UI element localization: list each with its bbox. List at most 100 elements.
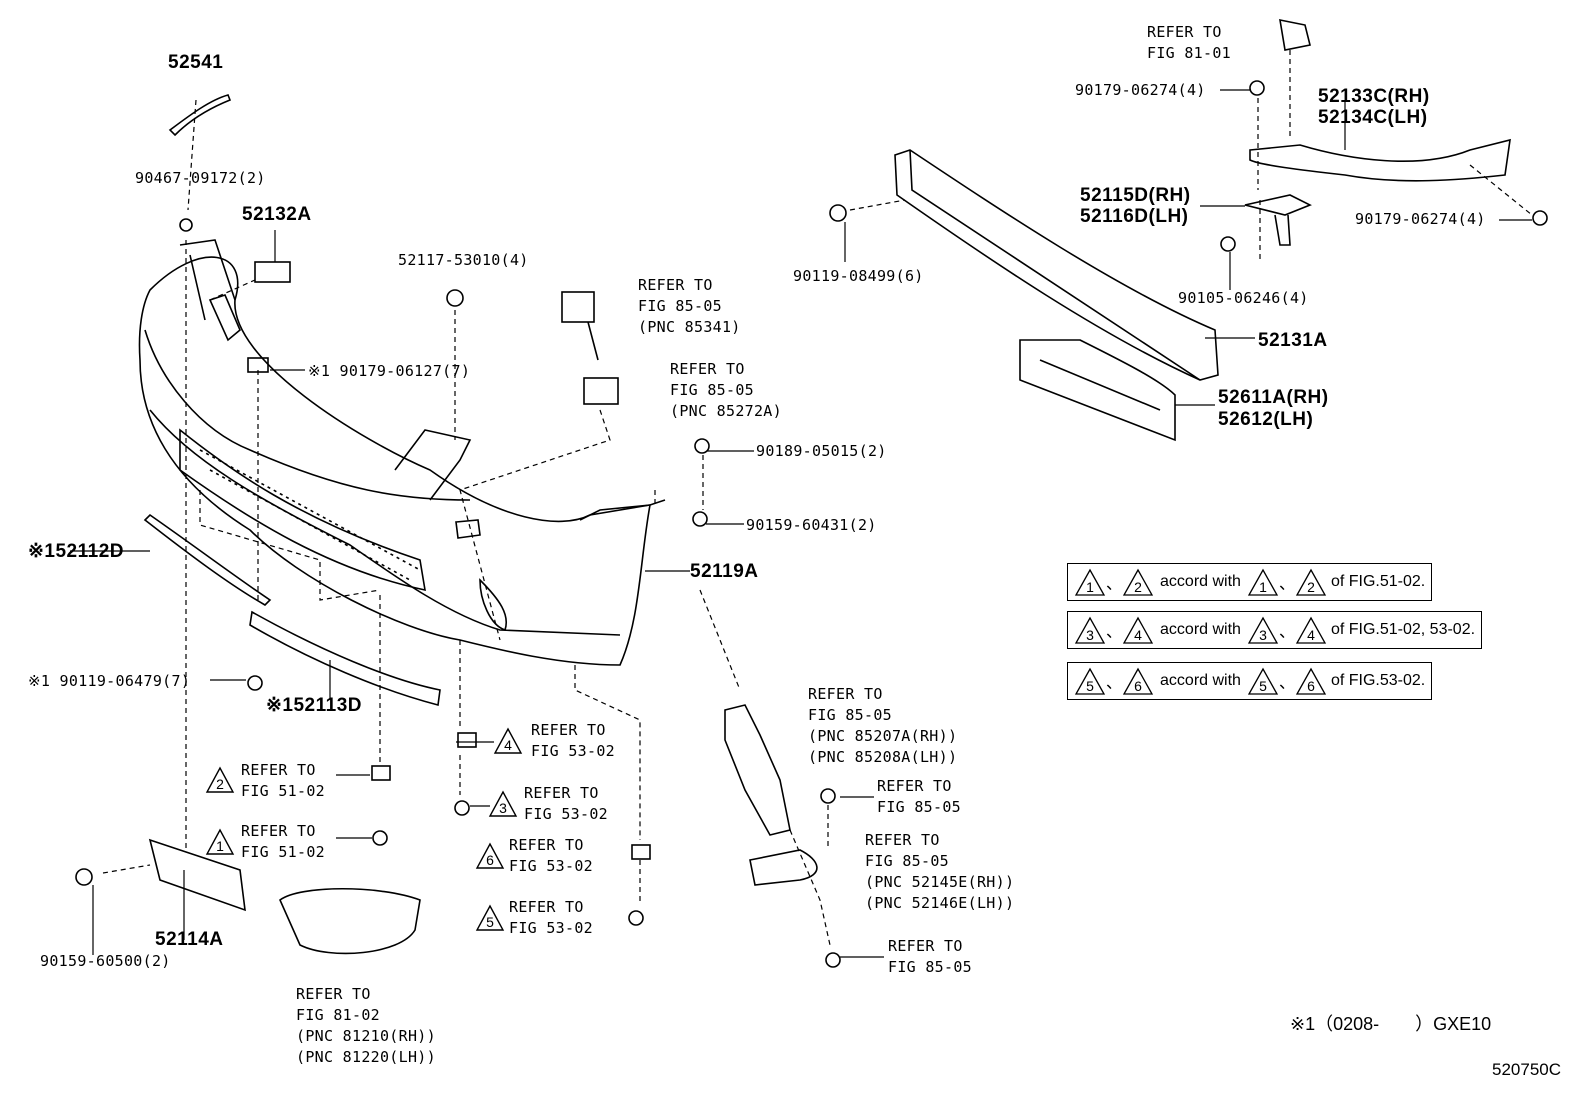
separator: 、 <box>1278 675 1295 692</box>
accord-text: accord with <box>1160 672 1241 689</box>
accord-text: accord with <box>1160 573 1241 590</box>
triangle-icon: 2 <box>1122 568 1154 596</box>
accord-ref: of FIG.53-02. <box>1330 672 1426 689</box>
strip-52541-shape <box>168 94 232 137</box>
label-52131a: 52131A <box>1258 330 1328 351</box>
label-90105: 90105-06246(4) <box>1178 289 1309 307</box>
triangle-icon: 4 <box>1122 616 1154 644</box>
svg-text:2: 2 <box>1307 579 1315 595</box>
refer-pnc-85272a: REFER TO FIG 85-05 (PNC 85272A) <box>670 360 782 420</box>
refer-fig-85-05-b: REFER TO FIG 85-05 <box>888 937 972 976</box>
label-90119-06479: ※1 90119-06479(7) <box>28 672 191 690</box>
fog-lamp-shape <box>279 888 421 955</box>
separator: 、 <box>1278 576 1295 593</box>
arm-52133c-shape <box>1249 138 1511 182</box>
svg-text:6: 6 <box>486 852 494 868</box>
figure-code: 520750C <box>1492 1060 1562 1079</box>
svg-text:4: 4 <box>1134 627 1142 643</box>
triangle-icon: 5 <box>1247 667 1279 695</box>
svg-text:3: 3 <box>1086 627 1094 643</box>
svg-text:5: 5 <box>1086 678 1094 694</box>
label-52611a: 52611A(RH) <box>1218 387 1329 408</box>
separator: 、 <box>1106 675 1123 692</box>
refer-fig-85-05-a: REFER TO FIG 85-05 <box>877 777 961 816</box>
svg-text:5: 5 <box>1259 678 1267 694</box>
triangle-icon: 3 <box>1247 616 1279 644</box>
label-90189: 90189-05015(2) <box>756 442 887 460</box>
label-52133c: 52133C(RH) <box>1318 86 1430 107</box>
svg-text:4: 4 <box>504 737 512 753</box>
label-90179-06274-right: 90179-06274(4) <box>1355 210 1486 228</box>
label-52119a: 52119A <box>690 561 759 582</box>
svg-text:2: 2 <box>216 776 224 792</box>
separator: 、 <box>1278 624 1295 641</box>
label-90159-60431: 90159-60431(2) <box>746 516 877 534</box>
refer-pnc-81210: REFER TO FIG 81-02 (PNC 81210(RH)) (PNC … <box>296 985 436 1066</box>
svg-text:4: 4 <box>1307 627 1315 643</box>
accord-text: accord with <box>1160 621 1241 638</box>
bumper-cover-shape <box>138 256 651 666</box>
triangle-icon: 3 <box>1074 616 1106 644</box>
svg-text:1: 1 <box>1259 579 1267 595</box>
triangle-4-icon: 4 <box>493 727 523 754</box>
triangle-icon: 1 <box>1247 568 1279 596</box>
label-52134c: 52134C(LH) <box>1318 107 1428 128</box>
reinforcement-52131a-shape <box>894 149 1219 381</box>
refer-fig-53-02-tri4: REFER TO FIG 53-02 <box>531 721 615 760</box>
refer-fig-51-02-tri1: REFER TO FIG 51-02 <box>241 822 325 861</box>
svg-text:6: 6 <box>1134 678 1142 694</box>
footnote: ※1（0208- ）GXE10 <box>1290 1014 1492 1034</box>
label-52113d: ※152113D <box>266 695 362 716</box>
label-90179-06274-top: 90179-06274(4) <box>1075 81 1206 99</box>
triangle-3-icon: 3 <box>488 790 518 817</box>
triangle-5-icon: 5 <box>475 904 505 931</box>
label-52541: 52541 <box>168 52 224 73</box>
triangle-icon: 6 <box>1122 667 1154 695</box>
separator: 、 <box>1106 576 1123 593</box>
svg-text:3: 3 <box>499 800 507 816</box>
svg-text:5: 5 <box>486 914 494 930</box>
label-52612: 52612(LH) <box>1218 409 1314 430</box>
accord-ref: of FIG.51-02, 53-02. <box>1330 621 1476 638</box>
label-52116d: 52116D(LH) <box>1080 206 1189 227</box>
triangle-icon: 4 <box>1295 616 1327 644</box>
label-52115d: 52115D(RH) <box>1080 185 1191 206</box>
accord-box-1-2: 1 、 2 accord with 1 、 2 of FIG.51-02. <box>1067 563 1433 601</box>
accord-box-3-4: 3 、 4 accord with 3 、 4 of FIG.51-02, 53… <box>1067 611 1483 649</box>
label-90467: 90467-09172(2) <box>135 169 266 187</box>
refer-fig-51-02-tri2: REFER TO FIG 51-02 <box>241 761 325 800</box>
moulding-52113d-shape <box>249 610 441 707</box>
separator: 、 <box>1106 624 1123 641</box>
moulding-52112d-shape <box>143 513 272 606</box>
absorber-52611a-shape <box>1019 339 1176 442</box>
label-52112d: ※152112D <box>28 541 124 562</box>
refer-pnc-52145e: REFER TO FIG 85-05 (PNC 52145E(RH)) (PNC… <box>865 831 1015 912</box>
svg-text:3: 3 <box>1259 627 1267 643</box>
refer-fig-53-02-tri6: REFER TO FIG 53-02 <box>509 836 593 875</box>
refer-fig-81-01: REFER TO FIG 81-01 <box>1147 23 1231 62</box>
accord-box-5-6: 5 、 6 accord with 5 、 6 of FIG.53-02. <box>1067 662 1433 700</box>
triangle-icon: 1 <box>1074 568 1106 596</box>
triangle-icon: 6 <box>1295 667 1327 695</box>
accord-ref: of FIG.51-02. <box>1330 573 1426 590</box>
svg-text:1: 1 <box>1086 579 1094 595</box>
label-52117: 52117-53010(4) <box>398 251 529 269</box>
svg-text:1: 1 <box>216 838 224 854</box>
label-90119-08499: 90119-08499(6) <box>793 267 924 285</box>
fastener-90467 <box>179 218 193 232</box>
triangle-icon: 2 <box>1295 568 1327 596</box>
triangle-1-icon: 1 <box>205 828 235 855</box>
svg-text:6: 6 <box>1307 678 1315 694</box>
bracket-52114a-shape <box>148 838 246 912</box>
refer-pnc-85341: REFER TO FIG 85-05 (PNC 85341) <box>638 276 741 336</box>
triangle-icon: 5 <box>1074 667 1106 695</box>
label-52132a: 52132A <box>242 204 312 225</box>
label-90159-60500: 90159-60500(2) <box>40 952 171 970</box>
refer-pnc-85207a: REFER TO FIG 85-05 (PNC 85207A(RH)) (PNC… <box>808 685 958 766</box>
refer-fig-53-02-tri5: REFER TO FIG 53-02 <box>509 898 593 937</box>
refer-fig-53-02-tri3: REFER TO FIG 53-02 <box>524 784 608 823</box>
label-90179-06127: ※1 90179-06127(7) <box>308 362 471 380</box>
triangle-6-icon: 6 <box>475 842 505 869</box>
triangle-2-icon: 2 <box>205 766 235 793</box>
